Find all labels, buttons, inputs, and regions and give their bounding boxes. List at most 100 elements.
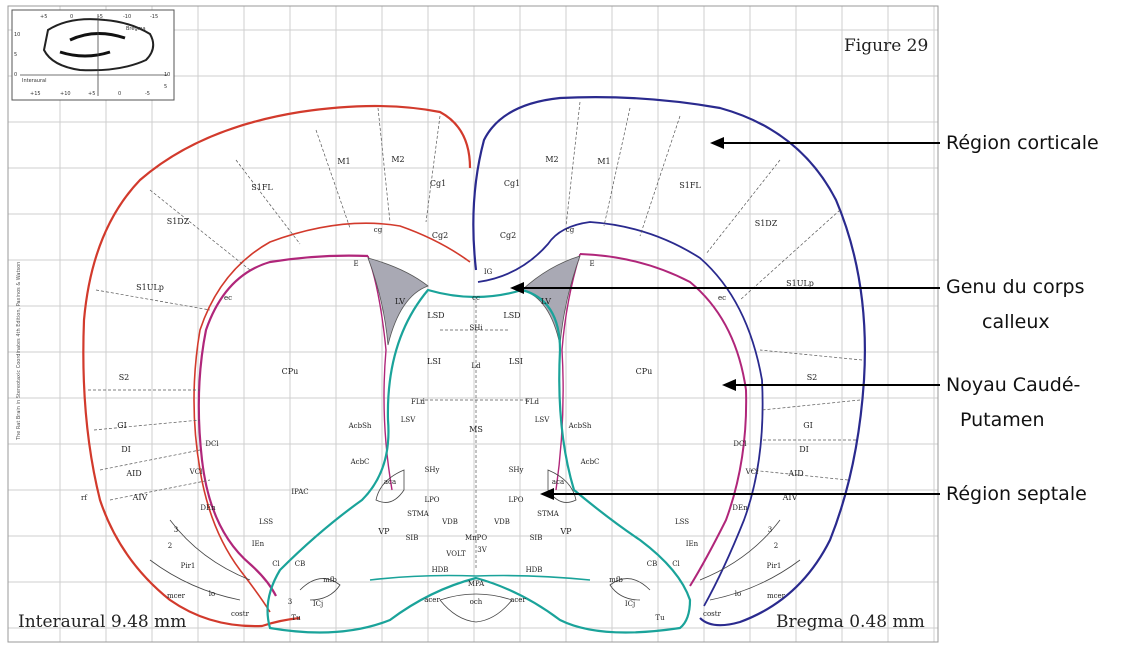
region-label-s1dz-right: S1DZ — [755, 219, 778, 228]
region-label-acer-left: acer — [424, 596, 440, 604]
region-label-layer2-left: 2 — [168, 542, 172, 550]
region-label-mfb-left: mfb — [323, 576, 337, 584]
region-label-3v: 3V — [477, 546, 487, 554]
region-label-aca-left: aca — [384, 478, 396, 486]
inset-bottom-tick: +5 — [88, 91, 95, 97]
region-label-s1dz-left: S1DZ — [167, 217, 190, 226]
region-label-s2-left: S2 — [119, 373, 130, 382]
inset-bottom-tick: +10 — [60, 91, 71, 97]
region-label-cpu-left: CPu — [282, 367, 299, 376]
region-label-shi: SHi — [469, 324, 483, 332]
region-label-ipac-left: IPAC — [291, 488, 308, 496]
annotation-genu-line2: calleux — [982, 309, 1050, 336]
region-label-cb-right: CB — [647, 560, 658, 568]
region-label-s1ulp-right: S1ULp — [786, 279, 814, 288]
region-label-lsd-left: LSD — [427, 311, 444, 320]
inset-top-tick: -10 — [123, 14, 131, 20]
region-label-lpo-right: LPO — [508, 496, 523, 504]
region-label-cg-left: cg — [374, 226, 383, 234]
region-label-m2-right: M2 — [545, 155, 558, 164]
region-label-rf-left: rf — [81, 494, 88, 502]
region-label-m2-left: M2 — [391, 155, 404, 164]
region-label-lss-left: LSS — [259, 518, 273, 526]
region-label-ld: Ld — [471, 362, 481, 370]
inset-top-tick: 0 — [70, 14, 73, 20]
inset-bottom-tick: 0 — [118, 91, 121, 97]
region-label-den-right: DEn — [732, 504, 748, 512]
annotation-caudate-putamen-line2: Putamen — [960, 407, 1045, 434]
inset-sagittal-map: +5 0 -5 -10 -15 +15 +10 +5 0 -5 10 5 0 1… — [12, 10, 174, 100]
region-label-vcl-right: VCl — [745, 468, 759, 476]
region-label-ig: IG — [484, 268, 493, 276]
region-label-s1ulp-left: S1ULp — [136, 283, 164, 292]
region-label-dcl-right: DCl — [733, 440, 747, 448]
region-label-shy-left: SHy — [425, 466, 440, 474]
region-label-tu-left: Tu — [291, 614, 301, 622]
region-label-costr-right: costr — [703, 610, 722, 618]
region-label-cc: cc — [472, 294, 480, 302]
region-label-hdb-right: HDB — [526, 566, 543, 574]
region-label-icj-right: ICj — [625, 600, 635, 608]
region-label-cb-left: CB — [295, 560, 306, 568]
region-label-aid-left: AID — [125, 469, 141, 478]
region-label-cl-left: Cl — [272, 560, 280, 568]
inset-left-tick: 5 — [14, 52, 17, 58]
region-label-acbsh-left: AcbSh — [348, 422, 372, 430]
region-label-ien-left: IEn — [252, 540, 265, 548]
region-label-s1fl-right: S1FL — [679, 181, 701, 190]
region-label-lsi-left: LSI — [427, 357, 441, 366]
region-label-cg1-left: Cg1 — [430, 179, 446, 188]
inset-top-tick: -5 — [98, 14, 103, 20]
region-label-gi-right: GI — [803, 421, 813, 430]
inset-bottom-tick: +15 — [30, 91, 41, 97]
region-label-cpu-right: CPu — [636, 367, 653, 376]
region-label-acbc-right: AcbC — [580, 458, 600, 466]
region-label-fld-left: FLd — [411, 398, 426, 406]
region-label-vp-left: VP — [377, 527, 390, 536]
inset-left-tick: 0 — [14, 72, 17, 78]
region-label-cl-right: Cl — [672, 560, 680, 568]
region-label-ec-right: ec — [718, 294, 726, 302]
region-label-pir1-left: Pir1 — [181, 562, 196, 570]
region-label-shy-right: SHy — [509, 466, 524, 474]
inset-bottom-tick: -5 — [145, 91, 150, 97]
region-label-cg2-right: Cg2 — [500, 231, 516, 240]
inset-interaural-label: Interaural — [22, 78, 46, 84]
region-label-mcer-right: mcer — [767, 592, 786, 600]
region-label-e-left: E — [353, 260, 358, 268]
region-label-acbsh-right: AcbSh — [568, 422, 592, 430]
right-cortex-outline — [473, 97, 865, 625]
region-label-lsv-left: LSV — [401, 416, 416, 424]
region-label-vdb-right: VDB — [493, 518, 510, 526]
region-label-ms: MS — [469, 425, 483, 434]
region-label-volt: VOLT — [445, 550, 466, 558]
region-label-aiv-left: AIV — [132, 493, 148, 502]
region-label-mpa: MPA — [468, 580, 485, 588]
region-label-aca-right: aca — [552, 478, 564, 486]
region-label-vp-right: VP — [559, 527, 572, 536]
region-label-mcer-left: mcer — [167, 592, 186, 600]
region-label-stma-left: STMA — [407, 510, 430, 518]
region-label-vdb-left: VDB — [441, 518, 458, 526]
inset-top-tick: -15 — [150, 14, 158, 20]
region-label-tu-right: Tu — [655, 614, 665, 622]
region-label-s1fl-left: S1FL — [251, 183, 273, 192]
region-label-costr-left: costr — [231, 610, 250, 618]
region-label-lv-right: LV — [541, 297, 551, 306]
region-label-cg2-left: Cg2 — [432, 231, 448, 240]
region-label-och: och — [470, 598, 483, 606]
region-label-layer2-right: 2 — [774, 542, 778, 550]
region-label-aid-right: AID — [787, 469, 803, 478]
region-label-stma-right: STMA — [537, 510, 560, 518]
region-label-di-left: DI — [121, 445, 131, 454]
interaural-label: Interaural 9.48 mm — [18, 612, 186, 632]
region-label-di-right: DI — [799, 445, 809, 454]
region-label-e-right: E — [589, 260, 594, 268]
region-label-vcl-left: VCl — [189, 468, 203, 476]
annotation-caudate-putamen-line1: Noyau Caudé- — [946, 372, 1080, 399]
region-label-sib-left: SIB — [406, 534, 419, 542]
figure-number-label: Figure 29 — [844, 36, 928, 56]
region-label-mfb-right: mfb — [609, 576, 623, 584]
region-label-lpo-left: LPO — [424, 496, 439, 504]
